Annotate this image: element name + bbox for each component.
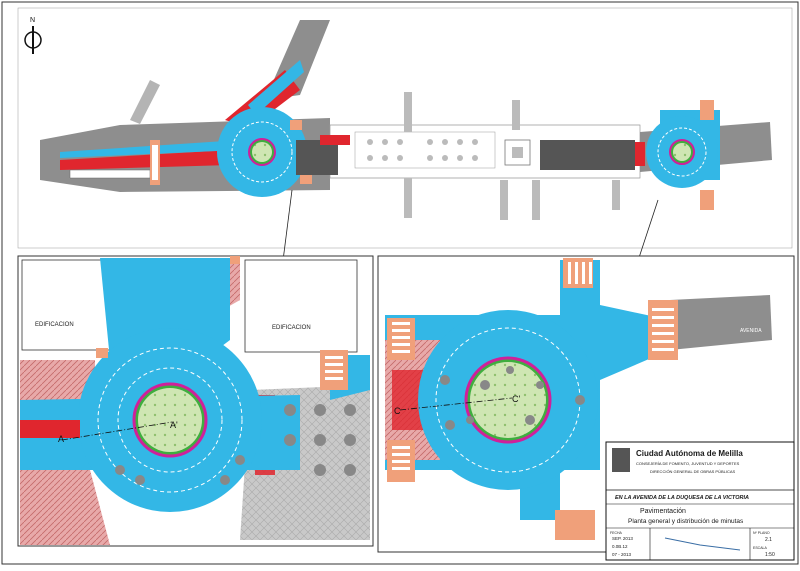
street-right-label: AVENIDA bbox=[740, 328, 762, 334]
detail-a-frame: EDIFICACION EDIFICACION A bbox=[17, 255, 374, 547]
department: CONSEJERÍA DE FOMENTO, JUVENTUD Y DEPORT… bbox=[636, 461, 740, 466]
edificacion-right-label: EDIFICACION bbox=[272, 325, 311, 331]
org-name: Ciudad Autónoma de Melilla bbox=[636, 449, 743, 458]
project-title: EN LA AVENIDA DE LA DUQUESA DE LA VICTOR… bbox=[615, 495, 749, 501]
plan-no-label: Nº PLANO bbox=[753, 531, 770, 535]
overall-plan bbox=[40, 20, 772, 309]
title-block: Ciudad Autónoma de Melilla CONSEJERÍA DE… bbox=[605, 441, 795, 561]
direction: DIRECCIÓN GENERAL DE OBRAS PÚBLICAS bbox=[650, 469, 736, 474]
ref-value: 0.0B.12 bbox=[612, 544, 628, 549]
detail-c-frame: AVENIDA bbox=[377, 255, 795, 553]
plan-no-value: 2.1 bbox=[765, 537, 772, 543]
signature-icon bbox=[664, 537, 741, 551]
section-c-left: C bbox=[394, 406, 401, 416]
scale-label: ESCALA bbox=[753, 546, 767, 550]
section-c-right: C' bbox=[512, 394, 520, 404]
edificacion-left-label: EDIFICACION bbox=[35, 322, 74, 328]
sheet-value: 07 - 2013 bbox=[612, 552, 632, 557]
scale-value: 1:50 bbox=[765, 552, 775, 558]
north-label: N bbox=[30, 17, 35, 24]
plan-subtitle: Planta general y distribución de minutas bbox=[628, 518, 744, 525]
section-a-left: A bbox=[58, 434, 64, 444]
date-value: SEP. 2013 bbox=[612, 536, 633, 541]
north-arrow-icon: N bbox=[24, 17, 42, 54]
plan-title: Pavimentación bbox=[640, 508, 686, 515]
section-a-right: A' bbox=[170, 420, 178, 430]
date-label: FECHA bbox=[610, 531, 623, 535]
city-crest-icon bbox=[612, 448, 630, 472]
